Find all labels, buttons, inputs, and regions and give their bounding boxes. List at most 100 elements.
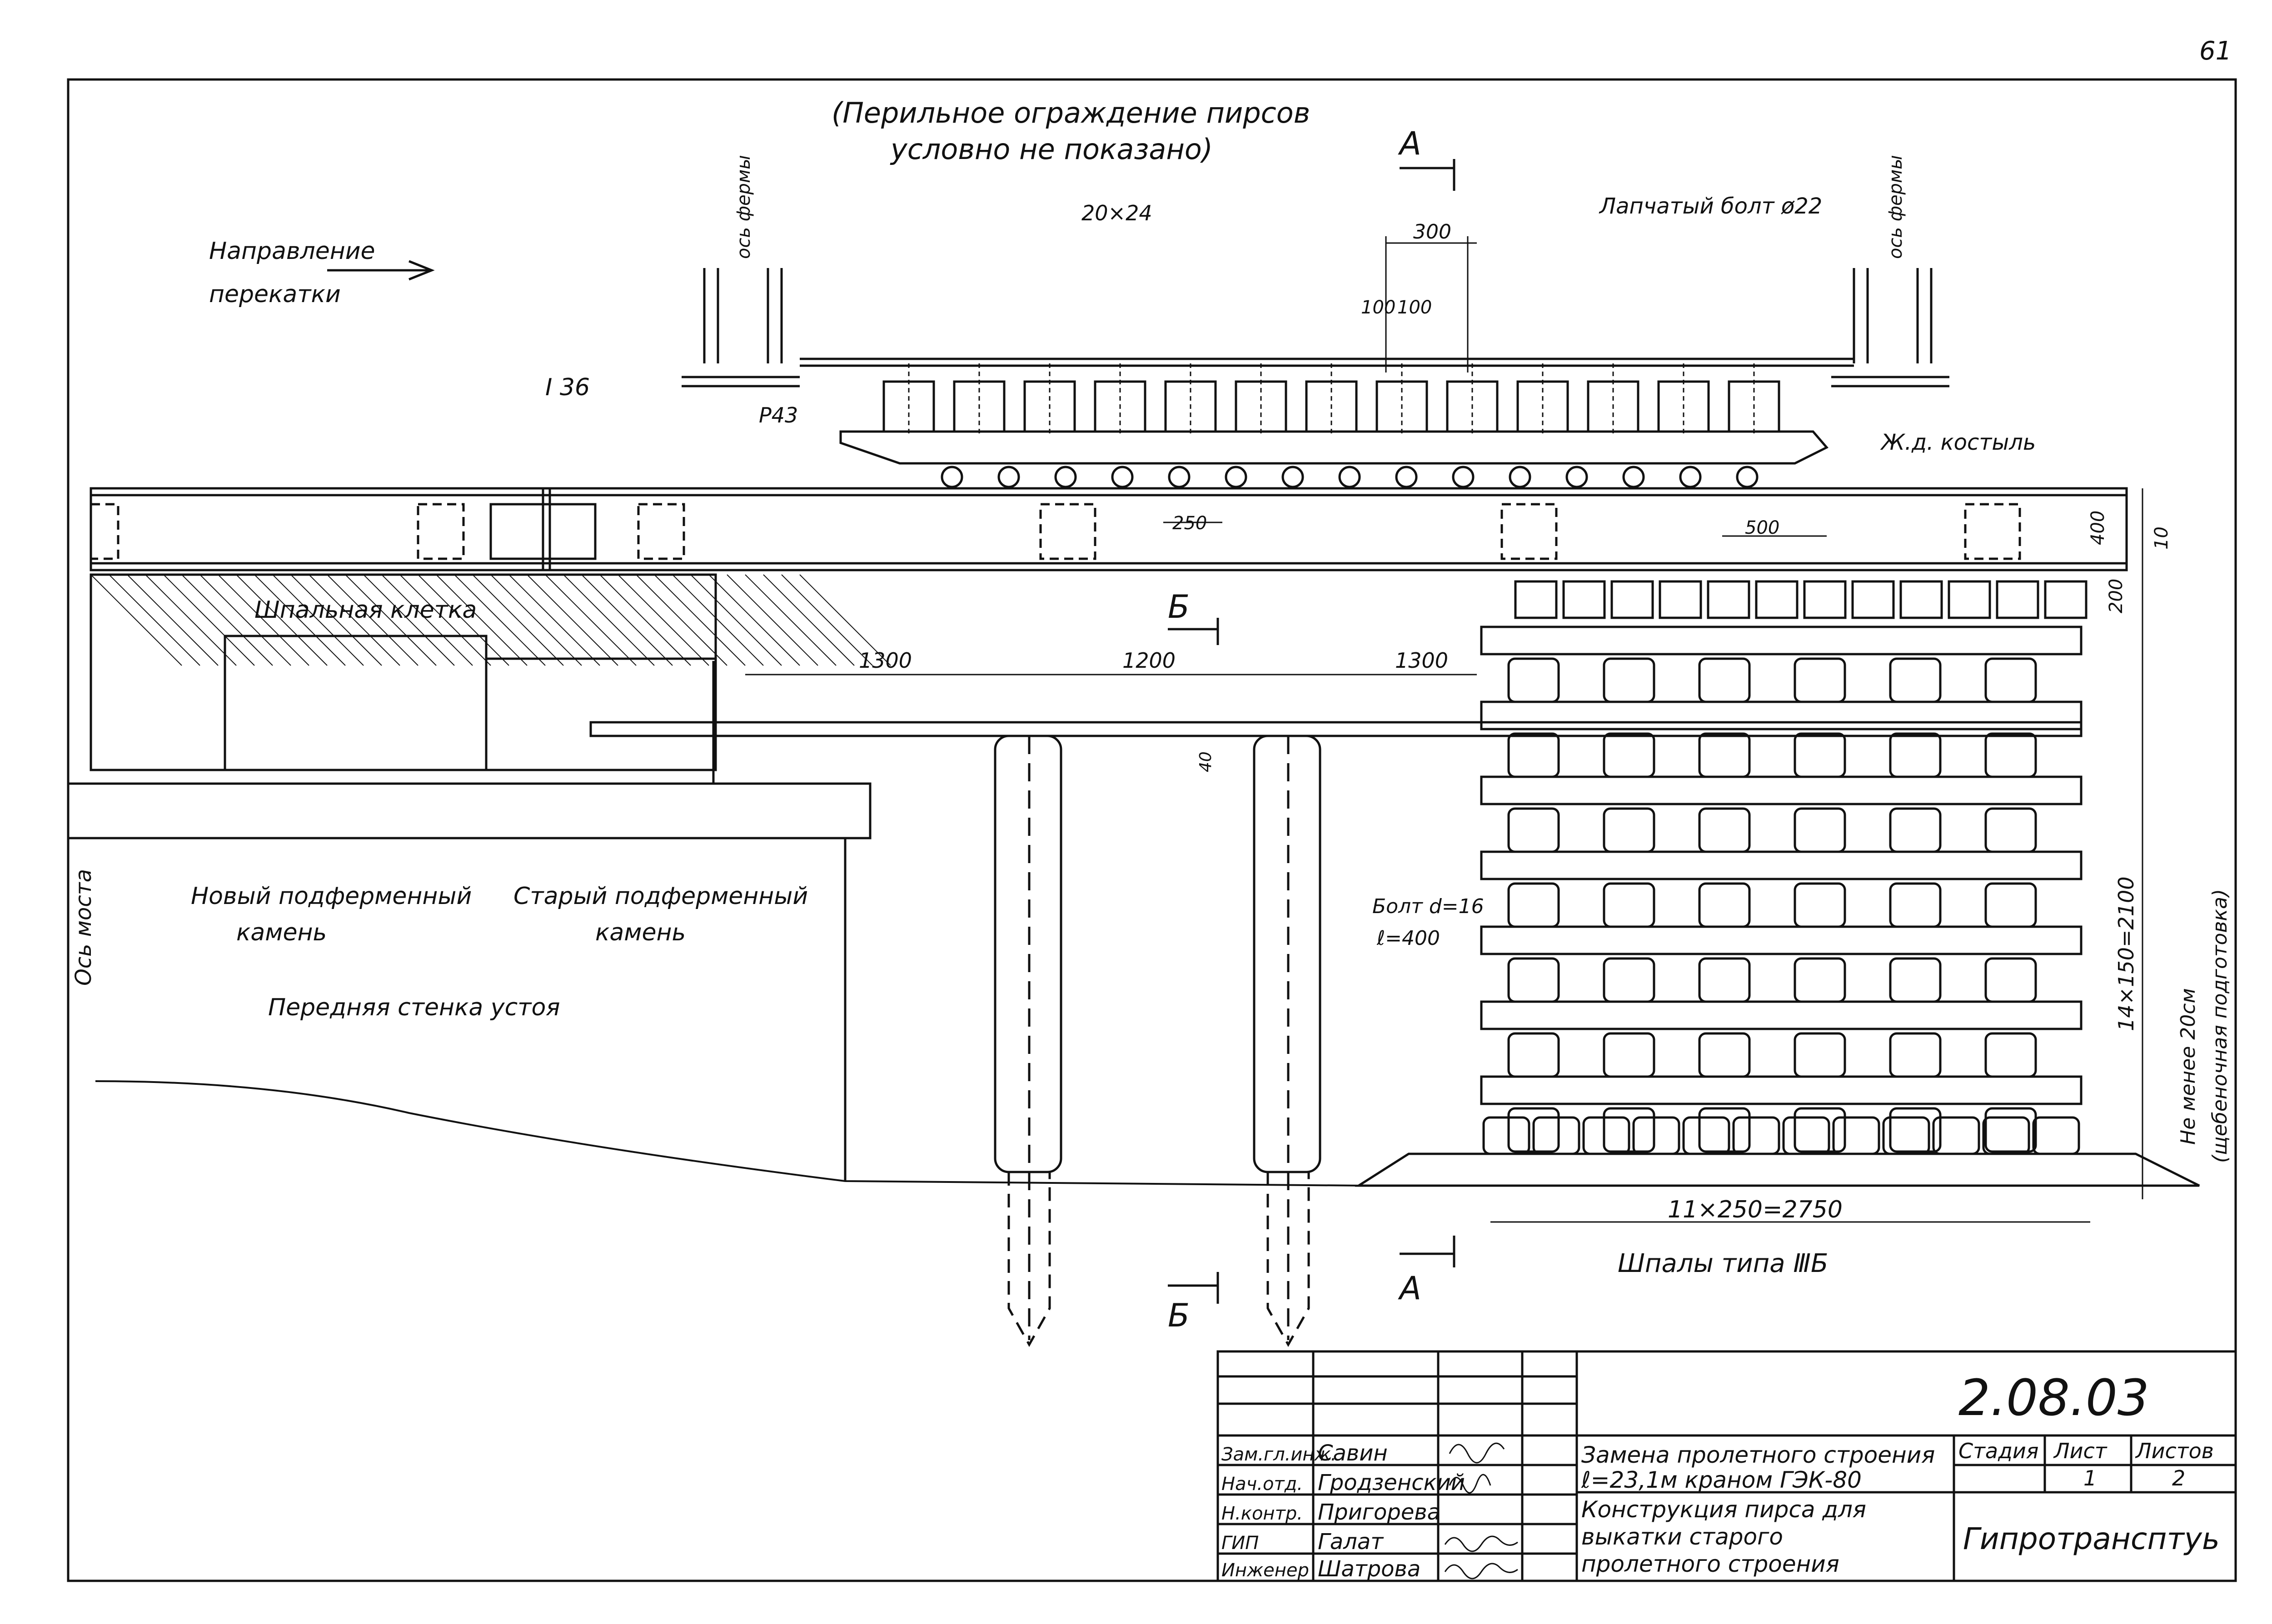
pier-cross-sleeper xyxy=(1507,882,1560,928)
pier-cross-sleeper xyxy=(1984,1107,2037,1153)
dim-300: 300 xyxy=(1413,220,1451,243)
note-railing-line1: (Перильное ограждение пирсов xyxy=(832,96,1310,129)
ground-line xyxy=(95,1080,2099,1187)
sig-name-2: Пригорева xyxy=(1318,1500,1440,1525)
pier-cross-sleeper xyxy=(1794,882,1846,928)
label-bolt-1: Болт d=16 xyxy=(1372,895,1484,918)
pier-base-sleeper xyxy=(2032,1116,2080,1155)
pier-cross-sleeper xyxy=(1984,957,2037,1003)
pier-cross-sleeper xyxy=(1889,657,1942,703)
pier-longitudinal-sleeper xyxy=(1480,775,2083,805)
pier-cross-sleeper xyxy=(1889,882,1942,928)
pier-base-sleeper xyxy=(1532,1116,1580,1155)
dim-100-b: 100 xyxy=(1397,297,1432,318)
title-line2: ℓ=23,1м краном ГЭК-80 xyxy=(1581,1467,1862,1493)
sig-name-1: Гродзенский xyxy=(1318,1470,1465,1495)
pier-cross-sleeper xyxy=(1794,1107,1846,1153)
sheet-value: 1 xyxy=(2083,1466,2097,1490)
pier-cross-sleeper xyxy=(1794,1032,1846,1078)
pier-cross-sleeper xyxy=(1794,657,1846,703)
pile-left xyxy=(994,735,1062,1347)
pier-base-sleeper xyxy=(1632,1116,1680,1155)
subtitle-line2: выкатки старого xyxy=(1581,1524,1783,1550)
pier-cross-sleeper xyxy=(1794,732,1846,778)
title-line1: Замена пролетного строения xyxy=(1581,1442,1935,1468)
dimension-lines xyxy=(745,236,2143,1223)
pier-cross-sleeper xyxy=(1603,957,1655,1003)
pier-cross-sleeper xyxy=(1603,807,1655,853)
pier-top-sleeper xyxy=(1610,580,1654,619)
roller xyxy=(1054,466,1077,488)
label-front-wall: Передняя стенка устоя xyxy=(268,994,560,1021)
roller xyxy=(1168,466,1191,488)
beam-plates xyxy=(90,503,2021,560)
pier-cross-sleeper xyxy=(1507,957,1560,1003)
pier-longitudinal-sleeper xyxy=(1480,700,2083,730)
abutment-axis: Ось моста xyxy=(71,869,96,986)
subtitle-line1: Конструкция пирса для xyxy=(1581,1496,1866,1523)
rollers xyxy=(941,466,1759,488)
pier-cross-sleeper xyxy=(1603,1107,1655,1153)
sheets-value: 2 xyxy=(2172,1466,2185,1490)
roller xyxy=(1452,466,1475,488)
truss-axis-right: ось фермы xyxy=(1885,155,1906,259)
label-rail: Р43 xyxy=(759,403,798,427)
pier-base-sleeper xyxy=(1782,1116,1830,1155)
dim-400: 400 xyxy=(2088,511,2108,545)
label-sleeper-cage: Шпальная клетка xyxy=(254,596,477,624)
pier-cross-sleeper xyxy=(1603,882,1655,928)
pier-cross-sleeper xyxy=(1984,882,2037,928)
dim-100-a: 100 xyxy=(1361,297,1395,318)
section-b-bottom: Б xyxy=(1168,1297,1190,1334)
pier-cross-sleeper xyxy=(1889,732,1942,778)
dim-height-total: 14×150=2100 xyxy=(2114,877,2138,1032)
truss-right xyxy=(1831,268,1949,387)
pier-cross-sleeper xyxy=(1984,1032,2037,1078)
roller xyxy=(1281,466,1304,488)
section-a-top: А xyxy=(1398,125,1421,162)
label-gravel-2: (щебеночная подготовка) xyxy=(2208,889,2232,1163)
label-sleepers-type: Шпалы типа ⅢБ xyxy=(1618,1249,1828,1278)
pier-cross-sleeper xyxy=(1698,657,1751,703)
sig-role-0: Зам.гл.инж. xyxy=(1221,1444,1336,1465)
drawing-code: 2.08.03 xyxy=(1958,1369,2149,1427)
pier-cross-sleeper xyxy=(1698,957,1751,1003)
pier-cross-sleeper xyxy=(1507,657,1560,703)
pile-right xyxy=(1253,735,1321,1347)
pier-top-sleeper xyxy=(1899,580,1943,619)
pier-base-sleeper xyxy=(1582,1116,1630,1155)
gravel-base xyxy=(1355,1152,2200,1187)
note-railing-line2: условно не показано) xyxy=(890,133,1213,166)
pier-top-sleeper xyxy=(1514,580,1558,619)
section-marks xyxy=(1168,159,1455,1304)
sig-role-2: Н.контр. xyxy=(1221,1503,1303,1524)
dim-1300-a: 1300 xyxy=(859,648,912,673)
sig-name-4: Шатрова xyxy=(1318,1556,1420,1582)
pier-top-sleeper xyxy=(1851,580,1895,619)
pier-base-sleeper xyxy=(1482,1116,1530,1155)
pier-cross-sleeper xyxy=(1984,657,2037,703)
sig-name-0: Савин xyxy=(1318,1440,1388,1466)
label-i-beam: I 36 xyxy=(545,374,590,401)
pier-base-sleeper xyxy=(1732,1116,1780,1155)
pier-cross-sleeper xyxy=(1603,1032,1655,1078)
stage-header: Стадия xyxy=(1958,1439,2038,1463)
pier-longitudinal-sleeper xyxy=(1480,1000,2083,1030)
beam-20x24 xyxy=(839,430,1829,465)
pier-cross-sleeper xyxy=(1794,957,1846,1003)
label-spike: Ж.д. костыль xyxy=(1880,430,2036,455)
roller xyxy=(941,466,963,488)
sheets-header: Листов xyxy=(2135,1439,2214,1463)
label-beam-20x24: 20×24 xyxy=(1081,201,1152,225)
pier-cross-sleeper xyxy=(1698,1107,1751,1153)
roller xyxy=(1679,466,1702,488)
pier-cross-sleeper xyxy=(1507,1032,1560,1078)
dim-1300-b: 1300 xyxy=(1395,648,1448,673)
pier-base-sleeper xyxy=(1982,1116,2030,1155)
subtitle-line3: пролетного строения xyxy=(1581,1551,1839,1577)
abutment-cap xyxy=(67,782,872,839)
label-new-bed-stone-2: камень xyxy=(236,919,327,946)
sig-role-3: ГИП xyxy=(1221,1533,1259,1554)
roller xyxy=(1565,466,1588,488)
pier-cross-sleeper xyxy=(1698,732,1751,778)
